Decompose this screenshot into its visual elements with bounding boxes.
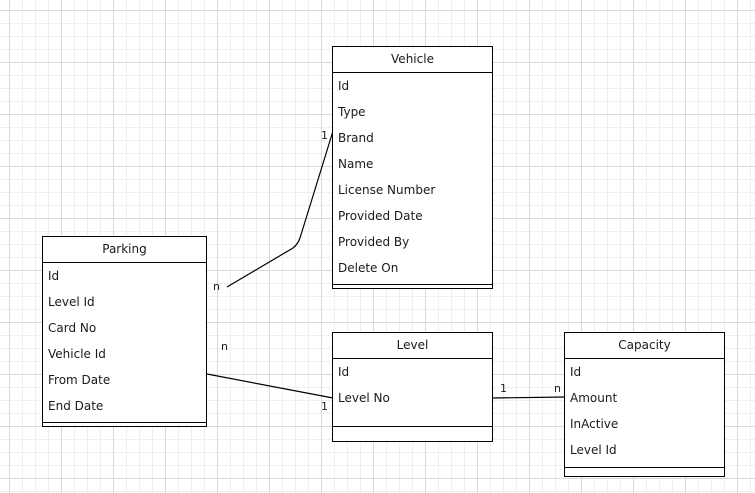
- capacity-field-inactive[interactable]: InActive: [570, 417, 619, 431]
- vehicle-title: Vehicle: [333, 47, 492, 73]
- cardinality-level-capacity-from: 1: [500, 382, 507, 395]
- vehicle-field-provided-by[interactable]: Provided By: [338, 235, 410, 249]
- parking-entity[interactable]: Parking Id Level Id Card No Vehicle Id F…: [42, 236, 207, 427]
- level-entity[interactable]: Level Id Level No: [332, 332, 493, 442]
- vehicle-field-provided-date[interactable]: Provided Date: [338, 209, 423, 223]
- cardinality-parking-vehicle-from: n: [213, 280, 220, 293]
- capacity-field-level-id[interactable]: Level Id: [570, 443, 617, 457]
- parking-field-id[interactable]: Id: [48, 269, 60, 283]
- capacity-field-amount[interactable]: Amount: [570, 391, 618, 405]
- capacity-entity[interactable]: Capacity Id Amount InActive Level Id: [564, 332, 725, 477]
- level-field-level-no[interactable]: Level No: [338, 391, 390, 405]
- vehicle-field-delete-on[interactable]: Delete On: [338, 261, 399, 275]
- vehicle-field-id[interactable]: Id: [338, 79, 350, 93]
- parking-title: Parking: [43, 237, 206, 263]
- parking-field-from-date[interactable]: From Date: [48, 373, 111, 387]
- parking-level-connector[interactable]: [206, 373, 334, 399]
- level-field-id[interactable]: Id: [338, 365, 350, 379]
- vehicle-field-brand[interactable]: Brand: [338, 131, 374, 145]
- level-capacity-connector[interactable]: [492, 396, 566, 399]
- vehicle-divider: [333, 284, 492, 285]
- capacity-title: Capacity: [565, 333, 724, 359]
- vehicle-field-type[interactable]: Type: [338, 105, 366, 119]
- parking-field-end-date[interactable]: End Date: [48, 399, 104, 413]
- parking-divider: [43, 422, 206, 423]
- vehicle-field-license-number[interactable]: License Number: [338, 183, 436, 197]
- cardinality-parking-level-from: n: [221, 340, 228, 353]
- vehicle-entity[interactable]: Vehicle Id Type Brand Name License Numbe…: [332, 46, 493, 289]
- capacity-field-id[interactable]: Id: [570, 365, 582, 379]
- cardinality-parking-vehicle-to: 1: [321, 129, 328, 142]
- parking-field-card-no[interactable]: Card No: [48, 321, 97, 335]
- parking-vehicle-connector[interactable]: [226, 130, 334, 288]
- parking-field-level-id[interactable]: Level Id: [48, 295, 95, 309]
- parking-field-vehicle-id[interactable]: Vehicle Id: [48, 347, 106, 361]
- level-divider: [333, 426, 492, 427]
- level-title: Level: [333, 333, 492, 359]
- cardinality-parking-level-to: 1: [321, 400, 328, 413]
- cardinality-level-capacity-to: n: [554, 382, 561, 395]
- capacity-divider: [565, 467, 724, 468]
- vehicle-field-name[interactable]: Name: [338, 157, 374, 171]
